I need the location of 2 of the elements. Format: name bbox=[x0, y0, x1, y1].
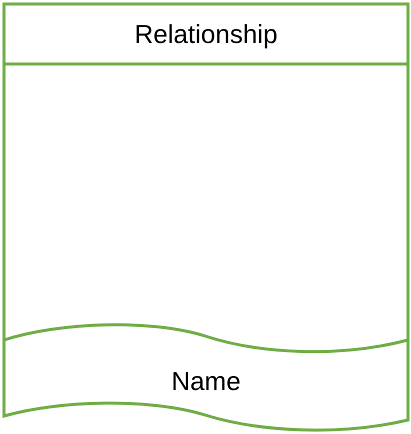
section-text: Name bbox=[171, 366, 241, 396]
header-text: Relationship bbox=[134, 19, 278, 49]
